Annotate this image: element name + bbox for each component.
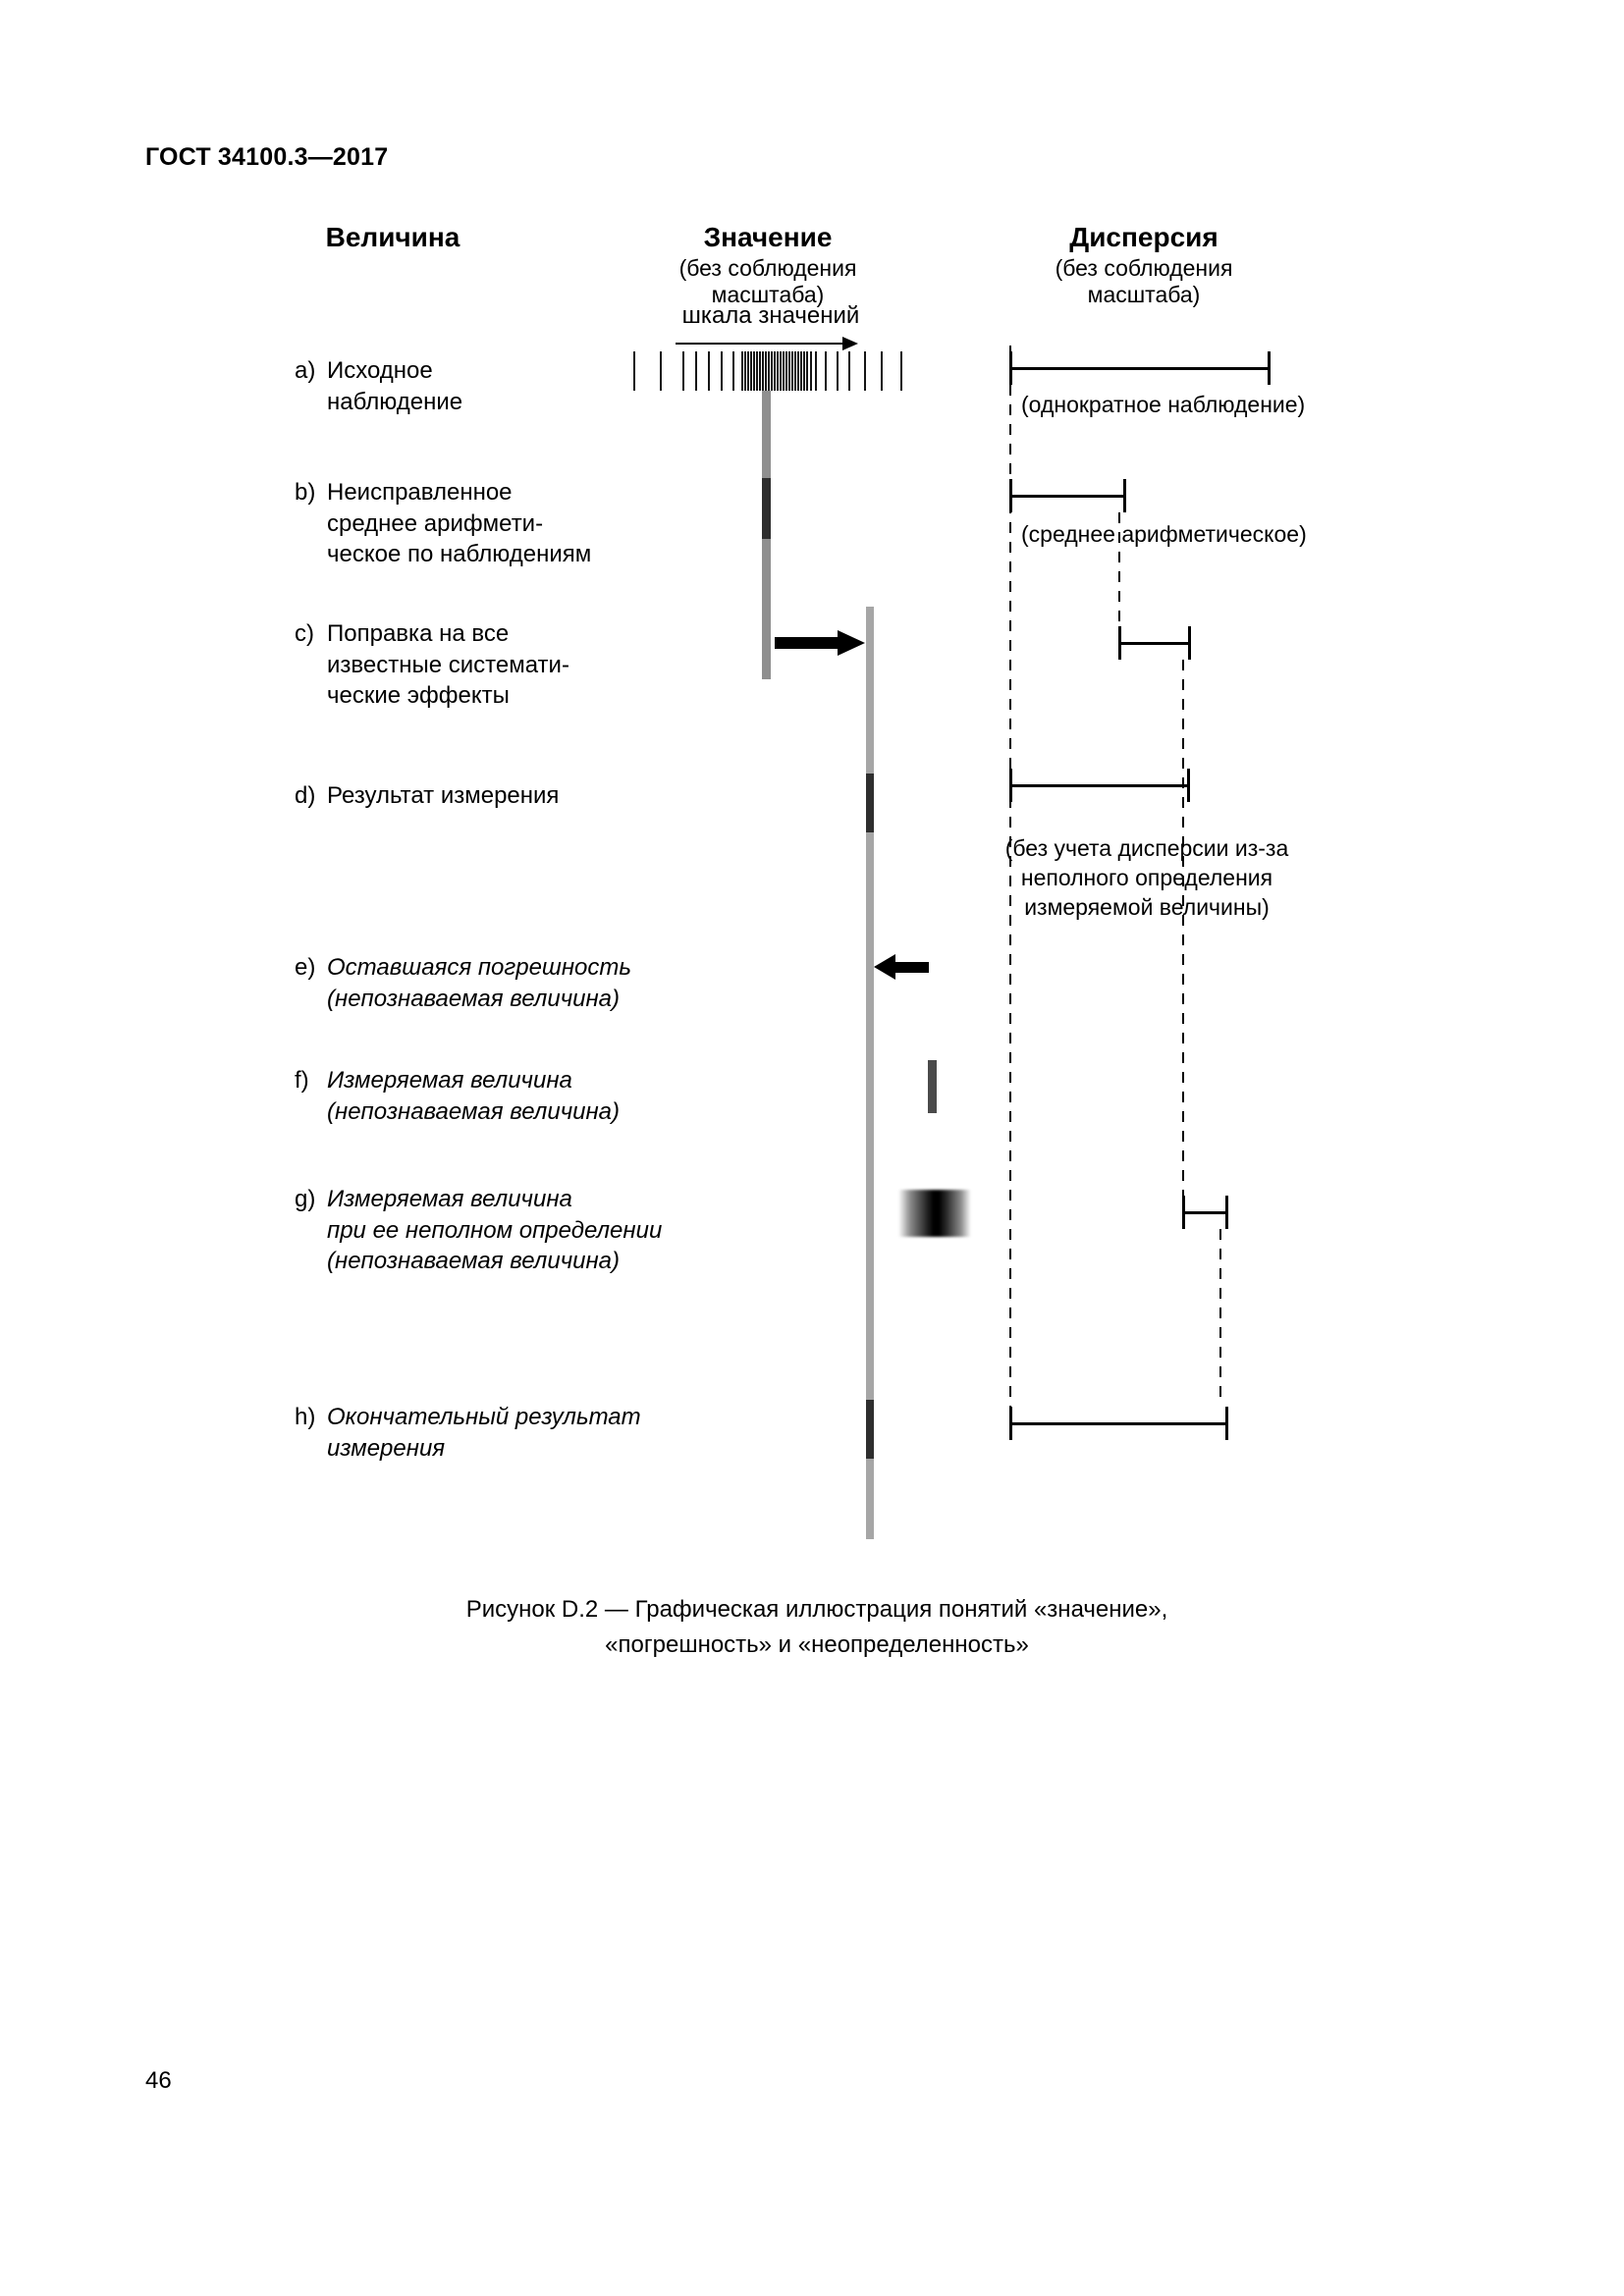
row-label-h: h) Окончательный результат измерения xyxy=(295,1402,641,1464)
scale-axis-arrow-icon xyxy=(842,337,858,350)
row-letter-d: d) xyxy=(295,782,316,809)
dashed-line-mean-right xyxy=(1118,512,1120,628)
variance-span-g xyxy=(1182,1196,1228,1229)
row-text-f: Измеряемая величина (непознаваемая велич… xyxy=(327,1067,621,1125)
document-title: ГОСТ 34100.3—2017 xyxy=(145,143,389,171)
column-value-title: Значение xyxy=(703,222,833,252)
page-number: 46 xyxy=(145,2067,172,2094)
row-letter-g: g) xyxy=(295,1186,316,1212)
corrected-result-bar xyxy=(866,607,874,1539)
column-quantity-title: Величина xyxy=(325,222,460,252)
row-label-f: f) Измеряемая величина (непознаваемая ве… xyxy=(295,1065,620,1127)
final-result-segment xyxy=(866,1400,874,1459)
correction-arrow-head-icon xyxy=(838,630,865,656)
variance-note-a: (однократное наблюдение) xyxy=(1021,392,1306,417)
row-letter-e: e) xyxy=(295,954,316,981)
variance-span-b xyxy=(1009,479,1126,512)
scale-label: шкала значений xyxy=(681,302,860,329)
correction-arrow-shaft xyxy=(775,637,838,649)
remaining-error-arrow-shaft xyxy=(895,962,929,973)
variance-span-c xyxy=(1118,626,1191,660)
measurand-value-bar xyxy=(928,1060,937,1113)
remaining-error-arrow-head-icon xyxy=(874,954,895,980)
row-letter-c: c) xyxy=(295,620,314,647)
row-text-d: Результат измерения xyxy=(327,782,560,809)
variance-note-b: (среднее арифметическое) xyxy=(1021,521,1307,547)
variance-span-d xyxy=(1009,769,1190,802)
variance-span-a xyxy=(1009,351,1271,385)
variance-note-d: (без учета дисперсии из-за неполного опр… xyxy=(1004,835,1289,920)
row-label-c: c) Поправка на все известные системати- … xyxy=(295,618,569,712)
row-text-e: Оставшаяся погрешность (непознаваемая ве… xyxy=(327,954,632,1012)
figure-caption: Рисунок D.2 — Графическая иллюстрация по… xyxy=(465,1596,1168,1658)
dashed-line-final-right xyxy=(1219,1229,1221,1406)
column-variance-note: (без соблюдения масштаба) xyxy=(1055,255,1233,307)
row-text-g: Измеряемая величина при ее неполном опре… xyxy=(327,1186,663,1275)
row-letter-f: f) xyxy=(295,1067,309,1094)
row-text-c: Поправка на все известные системати- чес… xyxy=(327,620,569,710)
row-label-e: e) Оставшаяся погрешность (непознаваемая… xyxy=(295,952,631,1014)
row-label-d: d) Результат измерения xyxy=(295,780,559,812)
incomplete-definition-blob xyxy=(898,1190,971,1237)
dashed-line-corrected-right xyxy=(1182,660,1184,1196)
row-text-b: Неисправленное среднее арифмети- ческое … xyxy=(327,479,592,568)
row-letter-a: a) xyxy=(295,357,316,384)
scale-axis-line xyxy=(676,343,844,345)
row-label-b: b) Неисправленное среднее арифмети- ческ… xyxy=(295,477,591,570)
column-value-note: (без соблюдения масштаба) xyxy=(678,255,857,307)
row-text-a: Исходное наблюдение xyxy=(327,357,463,415)
measurement-result-segment xyxy=(866,774,874,832)
variance-span-h xyxy=(1009,1407,1228,1440)
row-label-a: a) Исходное наблюдение xyxy=(295,355,462,417)
uncorrected-mean-segment xyxy=(762,478,771,539)
observation-ticks xyxy=(633,351,904,391)
row-text-h: Окончательный результат измерения xyxy=(327,1404,641,1462)
column-variance-title: Дисперсия xyxy=(1069,222,1218,252)
row-label-g: g) Измеряемая величина при ее неполном о… xyxy=(295,1184,662,1277)
row-letter-b: b) xyxy=(295,479,316,506)
row-letter-h: h) xyxy=(295,1404,316,1430)
dashed-line-left xyxy=(1009,346,1011,1421)
